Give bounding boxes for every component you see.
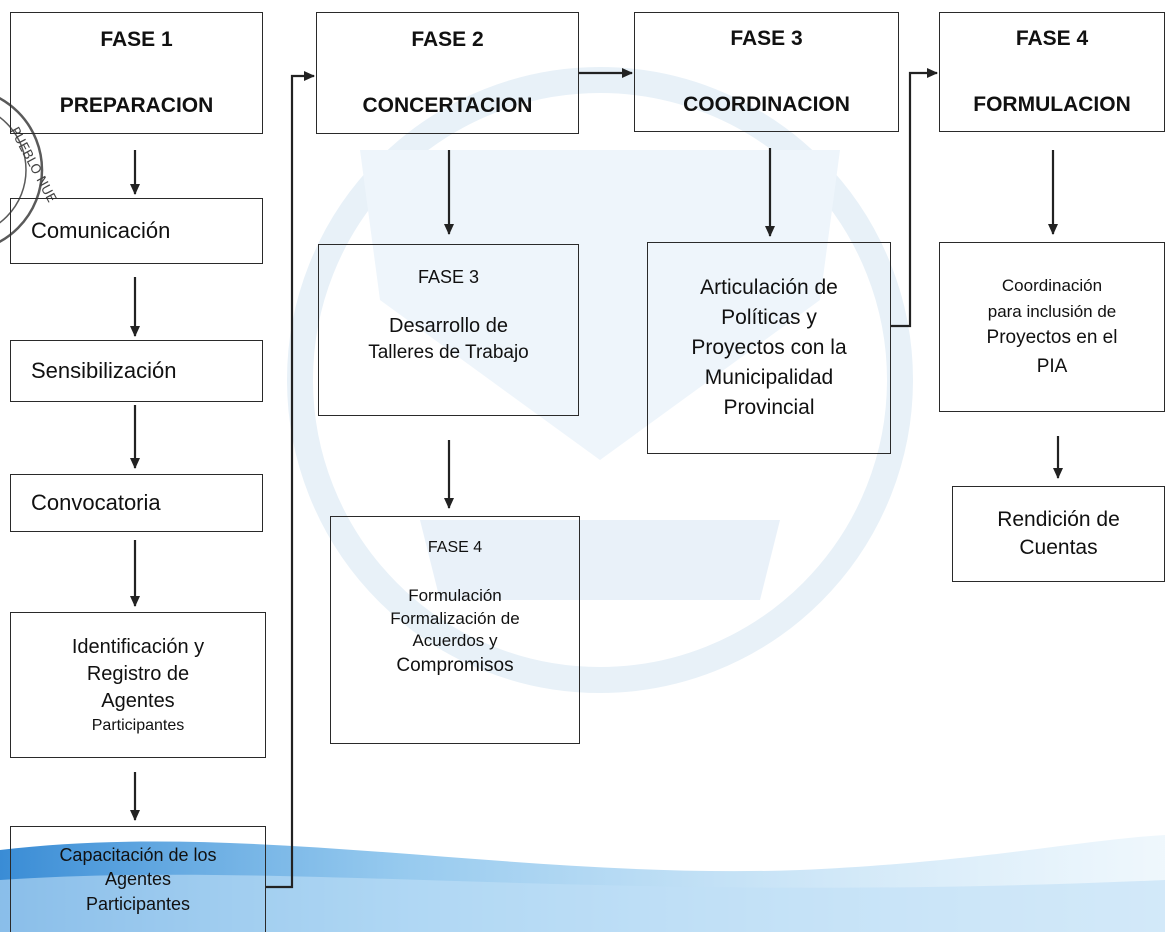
- step-label: Comunicación: [31, 218, 171, 244]
- step-line: Agentes: [104, 869, 172, 890]
- step-articulacion-politicas: Articulación de Políticas y Proyectos co…: [647, 242, 891, 454]
- step-title: FASE 4: [427, 539, 483, 556]
- step-desarrollo-talleres: FASE 3 Desarrollo de Talleres de Trabajo: [318, 244, 579, 416]
- step-line: Proyectos en el: [986, 327, 1118, 348]
- step-line: para inclusión de: [987, 301, 1117, 321]
- phase-name: COORDINACION: [683, 93, 850, 116]
- step-line: Coordinación: [1001, 276, 1103, 295]
- step-line: Agentes: [101, 689, 175, 712]
- step-line: Provincial: [723, 395, 815, 419]
- step-line: Cuentas: [1019, 536, 1098, 559]
- step-line: Desarrollo de: [389, 315, 508, 338]
- step-line: Identificación y: [71, 635, 205, 658]
- phase-header-4: FASE 4 FORMULACION: [939, 12, 1165, 132]
- phase-number: FASE 3: [730, 26, 803, 50]
- step-line: Políticas y: [721, 306, 817, 330]
- step-identificacion-registro: Identificación y Registro de Agentes Par…: [10, 612, 266, 758]
- step-line: PIA: [1036, 355, 1068, 377]
- phase-name: CONCERTACION: [362, 94, 533, 117]
- phase-number: FASE 4: [1015, 26, 1089, 50]
- step-rendicion-cuentas: Rendición de Cuentas: [952, 486, 1165, 582]
- phase-header-2: FASE 2 CONCERTACION: [316, 12, 579, 134]
- step-line: Talleres de Trabajo: [368, 342, 529, 364]
- step-capacitacion: Capacitación de los Agentes Participante…: [10, 826, 266, 932]
- step-convocatoria: Convocatoria: [10, 474, 263, 532]
- step-line: Formalización de: [390, 608, 520, 628]
- step-sensibilizacion: Sensibilización: [10, 340, 263, 402]
- step-line: Participantes: [91, 716, 185, 734]
- step-comunicacion: Comunicación: [10, 198, 263, 264]
- phase-name: FORMULACION: [973, 93, 1131, 116]
- step-title: FASE 3: [417, 267, 480, 287]
- phase-header-1: FASE 1 PREPARACION: [10, 12, 263, 134]
- step-line: Articulación de: [700, 276, 838, 300]
- step-line: Proyectos con la: [691, 336, 847, 360]
- step-label: Sensibilización: [31, 358, 177, 384]
- step-line: Participantes: [85, 893, 191, 914]
- phase-number: FASE 1: [100, 27, 173, 51]
- step-line: Municipalidad: [704, 365, 834, 389]
- phase-number: FASE 2: [411, 27, 484, 51]
- step-formulacion-acuerdos: FASE 4 Formulación Formalización de Acue…: [330, 516, 580, 744]
- step-line: Acuerdos y: [412, 631, 498, 651]
- step-line: Formulación: [408, 585, 502, 605]
- step-line: Rendición de: [997, 507, 1120, 531]
- step-label: Convocatoria: [31, 490, 161, 516]
- phase-header-3: FASE 3 COORDINACION: [634, 12, 899, 132]
- phase-name: PREPARACION: [59, 94, 214, 117]
- step-line: Registro de: [86, 662, 190, 685]
- step-line: Capacitación de los: [59, 845, 217, 866]
- step-line: Compromisos: [396, 655, 514, 677]
- step-coordinacion-pia: Coordinación para inclusión de Proyectos…: [939, 242, 1165, 412]
